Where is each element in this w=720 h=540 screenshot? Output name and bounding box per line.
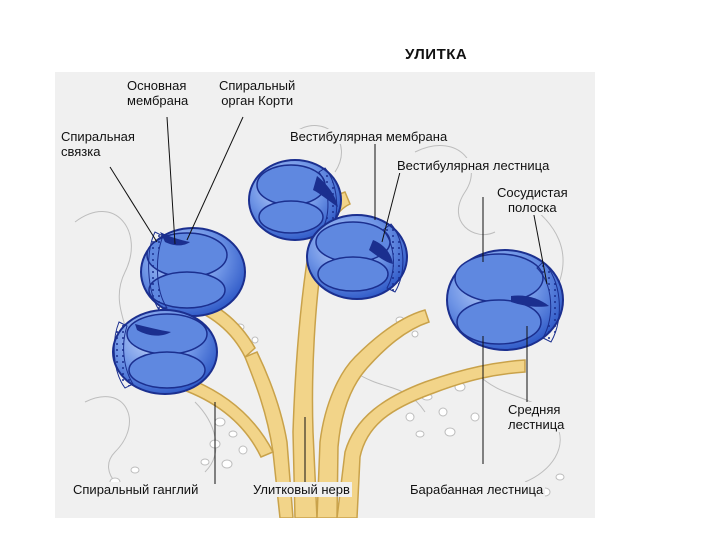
cochlea-turn-top-middle	[248, 159, 342, 241]
label-spiralnaya-svyazka: Спиральная связка	[59, 129, 137, 159]
label-vestibulyarnaya-membrana: Вестибулярная мембрана	[288, 129, 450, 144]
label-ulitkovy-nerv: Улитковый нерв	[251, 482, 352, 497]
cochlea-turn-middle-right	[306, 214, 408, 300]
cochlea-illustration	[74, 116, 565, 518]
leader-lines	[109, 116, 548, 484]
label-vestibulyarnaya-lestnica: Вестибулярная лестница	[395, 158, 552, 173]
bone-pores	[109, 316, 565, 497]
label-sosudistaya-poloska: Сосудистая полоска	[495, 185, 570, 215]
label-osnovnaya-membrana: Основная мембрана	[125, 78, 191, 108]
slide-title: УЛИТКА	[405, 46, 468, 63]
cochlea-figure: Основная мембрана Спиральный орган Корти…	[55, 72, 595, 518]
label-spiralny-ganglij: Спиральный ганглий	[71, 482, 201, 497]
cochlea-turn-lower-left	[112, 309, 218, 395]
label-barabannaya-lestnica: Барабанная лестница	[408, 482, 546, 497]
label-srednyaya-lestnica: Средняя лестница	[506, 402, 567, 432]
cochlea-turn-right	[446, 249, 564, 351]
label-spiralny-organ-korti: Спиральный орган Корти	[217, 78, 298, 108]
